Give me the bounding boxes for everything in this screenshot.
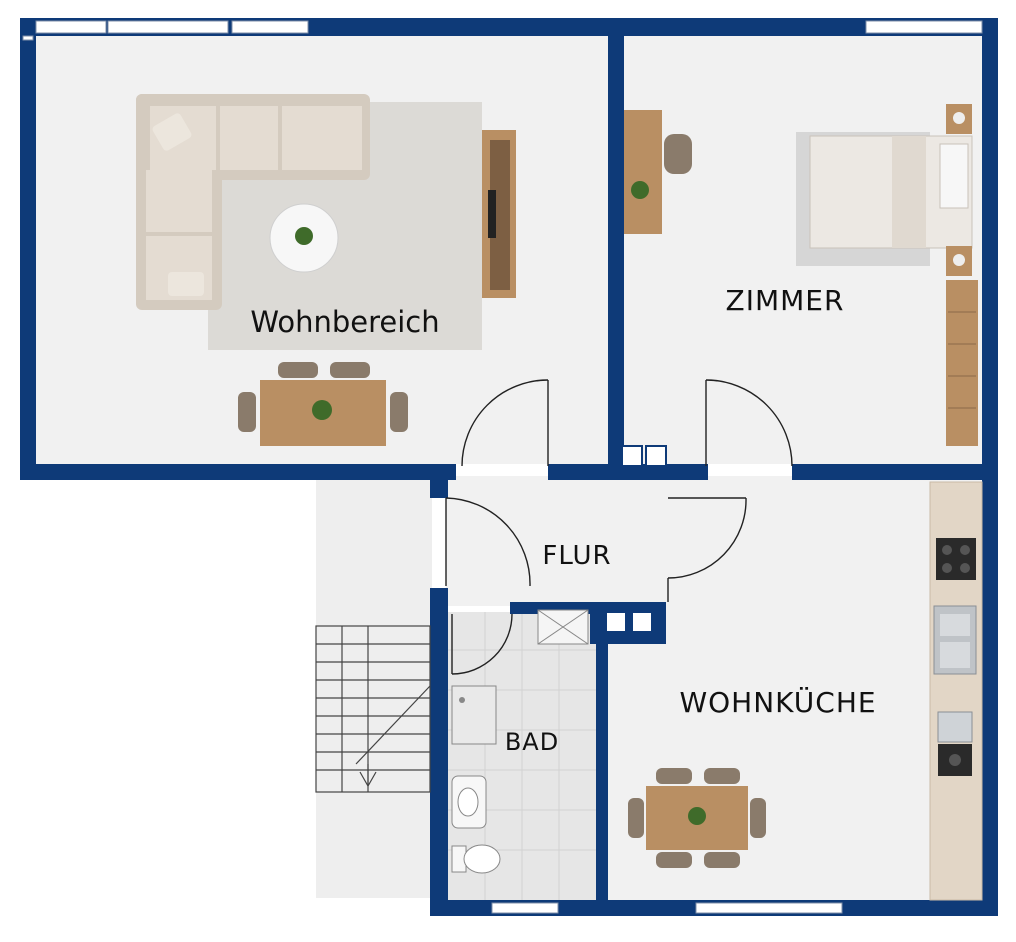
window-bath <box>491 902 559 914</box>
sink-icon <box>451 775 487 829</box>
room-label-hall: FLUR <box>542 541 611 571</box>
room-label-kitchen: WOHNKÜCHE <box>679 685 876 719</box>
room-label-bedroom: ZIMMER <box>726 284 845 317</box>
kitchen-furniture <box>628 481 983 901</box>
window-bedroom <box>865 20 983 34</box>
coffee-table-icon <box>269 203 339 273</box>
windows <box>22 20 983 914</box>
wardrobe-icon <box>946 280 978 446</box>
doors <box>445 379 793 675</box>
sofa-icon <box>136 94 370 310</box>
kitchen-sink-icon <box>933 605 977 675</box>
bed-icon <box>809 104 973 276</box>
room-label-living: Wohnbereich <box>250 305 439 339</box>
window-living-side <box>22 35 34 41</box>
shower-icon <box>451 685 497 745</box>
shoe-cabinet-icon <box>537 609 589 645</box>
sockets <box>605 445 667 633</box>
window-living-1 <box>35 20 107 34</box>
window-kitchen <box>695 902 843 914</box>
stairs <box>315 625 431 793</box>
cooktop-icon <box>936 538 976 580</box>
stair-area <box>316 480 432 898</box>
living-furniture <box>136 94 516 446</box>
bedroom-furniture <box>624 104 978 446</box>
window-living-2 <box>107 20 229 34</box>
toilet-icon <box>451 844 501 874</box>
dining-table-icon <box>238 362 408 446</box>
tv-cabinet-icon <box>482 130 516 298</box>
room-label-bath: BAD <box>505 728 559 756</box>
desk-icon <box>624 110 692 234</box>
kitchen-table-icon <box>628 768 766 868</box>
walls <box>20 18 998 916</box>
bath-fixtures <box>451 685 501 874</box>
dishwasher-icon <box>937 711 973 776</box>
window-living-3 <box>231 20 309 34</box>
